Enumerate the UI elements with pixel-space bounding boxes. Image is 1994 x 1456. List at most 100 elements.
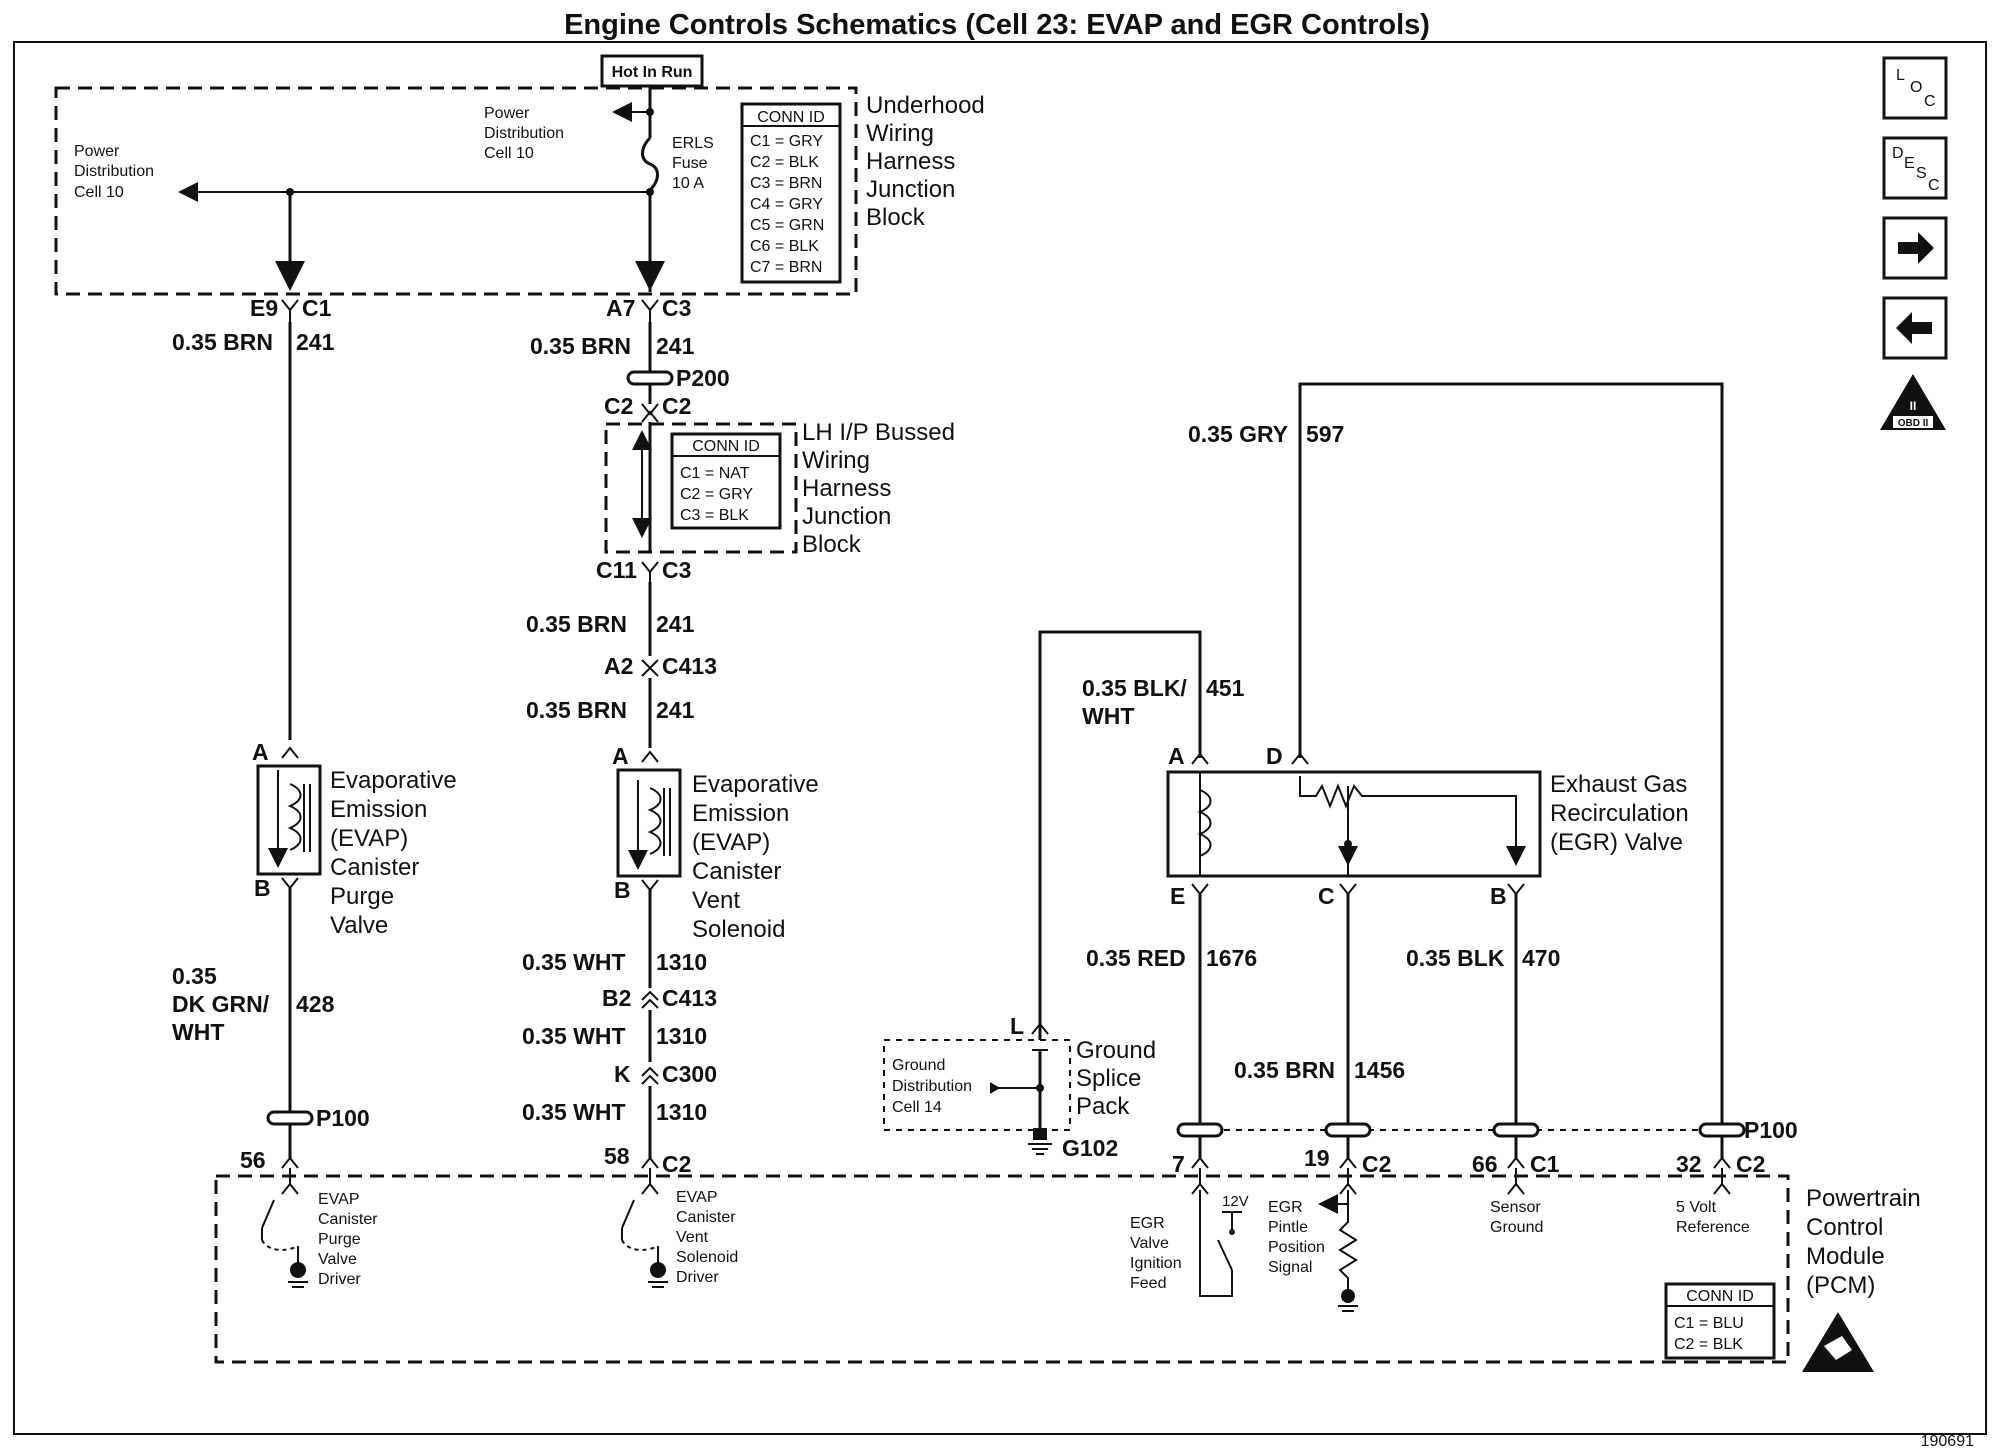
svg-text:C: C: [1928, 177, 1940, 194]
svg-text:CONN ID: CONN ID: [757, 109, 825, 126]
arrow-right-icon[interactable]: [1882, 216, 1948, 280]
vent-c2-left: C2: [604, 393, 633, 419]
svg-text:Driver: Driver: [318, 1271, 361, 1288]
purge-wire2-label: 0.35 DK GRN/ WHT: [172, 963, 270, 1045]
purge-c1-label: C1: [302, 295, 332, 321]
purge-pin-a: A: [252, 739, 269, 765]
svg-text:Ground: Ground: [1076, 1037, 1156, 1064]
outer-frame: [13, 41, 1987, 1435]
vent-wire6-label: 0.35 WHT: [522, 1099, 626, 1125]
svg-text:C1 = BLU: C1 = BLU: [1674, 1315, 1744, 1332]
vent-pcm-pin: 58: [604, 1143, 630, 1169]
purge-driver-switch-icon: [261, 1168, 308, 1288]
egr-valve-label: Exhaust Gas Recirculation (EGR) Valve: [1550, 771, 1689, 856]
svg-text:Sensor: Sensor: [1490, 1199, 1541, 1216]
vent-c3b-label: C3: [662, 557, 691, 583]
svg-text:Ignition: Ignition: [1130, 1255, 1182, 1272]
svg-text:Pack: Pack: [1076, 1093, 1130, 1120]
svg-text:Position: Position: [1268, 1239, 1325, 1256]
svg-text:ERLS: ERLS: [672, 135, 714, 152]
vent-solenoid-icon: [616, 768, 682, 878]
svg-text:Vent: Vent: [676, 1229, 709, 1246]
svg-text:CONN ID: CONN ID: [692, 438, 760, 455]
pcm-pin-7: 7: [1172, 1151, 1185, 1177]
purge-valve-label: Evaporative Emission (EVAP) Canister Pur…: [330, 767, 457, 939]
page-title: Engine Controls Schematics (Cell 23: EVA…: [564, 9, 1430, 41]
egr-p100-label: P100: [1744, 1117, 1798, 1143]
vent-wire3-num: 241: [656, 697, 695, 723]
svg-text:Harness: Harness: [866, 148, 955, 175]
svg-text:LH I/P Bussed: LH I/P Bussed: [802, 419, 955, 446]
vent-solenoid-label: Evaporative Emission (EVAP) Canister Ven…: [692, 771, 819, 943]
svg-text:Junction: Junction: [802, 503, 891, 530]
egr-p100-splice-icon: [1176, 1122, 1224, 1138]
svg-text:Cell 14: Cell 14: [892, 1099, 942, 1116]
svg-text:OBD II: OBD II: [1898, 418, 1929, 429]
egr-wire-blk-num: 470: [1522, 945, 1560, 971]
vent-wire4-label: 0.35 WHT: [522, 949, 626, 975]
pcm-name-label: Powertrain Control Module (PCM): [1806, 1185, 1921, 1299]
purge-connector-symbol: [281, 299, 299, 322]
five-volt-reference-label: 5 Volt Reference: [1676, 1199, 1750, 1236]
svg-text:C1 = NAT: C1 = NAT: [680, 465, 750, 482]
svg-text:Cell 10: Cell 10: [74, 184, 124, 201]
vent-wire3-label: 0.35 BRN: [526, 697, 627, 723]
vent-c413a-label: C413: [662, 653, 717, 679]
svg-text:DK GRN/: DK GRN/: [172, 991, 270, 1017]
svg-text:C: C: [1924, 93, 1936, 110]
arrow-left-icon[interactable]: [1882, 296, 1948, 360]
svg-text:0.35: 0.35: [172, 963, 217, 989]
svg-text:Cell 10: Cell 10: [484, 145, 534, 162]
vent-a2-label: A2: [604, 653, 633, 679]
svg-text:Vent: Vent: [692, 887, 740, 914]
pcm-box: [214, 1174, 1790, 1364]
svg-text:EGR: EGR: [1268, 1199, 1303, 1216]
erls-fuse-label: ERLS Fuse 10 A: [672, 135, 714, 192]
svg-text:C1 = GRY: C1 = GRY: [750, 133, 823, 150]
egr-pin-d: D: [1266, 743, 1283, 769]
svg-text:C2 = BLK: C2 = BLK: [750, 154, 819, 171]
egr-ignition-feed-switch-icon: [1191, 1168, 1242, 1297]
svg-text:Evaporative: Evaporative: [330, 767, 457, 794]
svg-text:Fuse: Fuse: [672, 155, 708, 172]
egr-wire-gry-num: 597: [1306, 421, 1344, 447]
loc-icon[interactable]: L O C: [1882, 56, 1948, 120]
egr-ignition-feed-label: EGR Valve Ignition Feed: [1130, 1215, 1182, 1292]
svg-text:EVAP: EVAP: [318, 1191, 360, 1208]
vent-b2-label: B2: [602, 985, 631, 1011]
svg-text:C7 = BRN: C7 = BRN: [750, 259, 822, 276]
svg-text:Recirculation: Recirculation: [1550, 800, 1689, 827]
svg-text:WHT: WHT: [1082, 703, 1134, 729]
ground-splice-pack-box: [883, 1039, 1071, 1131]
svg-text:II: II: [1910, 399, 1917, 413]
pcm-c2a: C2: [1362, 1151, 1391, 1177]
svg-text:C4 = GRY: C4 = GRY: [750, 196, 823, 213]
egr-wire-blkwht-label: 0.35 BLK/ WHT: [1082, 675, 1187, 729]
figure-number: 190691: [1921, 1433, 1974, 1450]
svg-text:0.35 BLK/: 0.35 BLK/: [1082, 675, 1187, 701]
vent-pin-a: A: [612, 743, 629, 769]
purge-e9-label: E9: [250, 295, 278, 321]
pcm-pin-19: 19: [1304, 1145, 1330, 1171]
purge-wire2-num: 428: [296, 991, 335, 1017]
svg-text:Solenoid: Solenoid: [692, 916, 785, 943]
svg-text:C3 = BLK: C3 = BLK: [680, 507, 749, 524]
svg-text:C6 = BLK: C6 = BLK: [750, 238, 819, 255]
vent-pcm-conn: C2: [662, 1151, 691, 1177]
egr-valve-box: [1166, 770, 1542, 878]
purge-driver-label: EVAP Canister Purge Valve Driver: [318, 1191, 378, 1288]
egr-wire-red-label: 0.35 RED: [1086, 945, 1186, 971]
desc-icon[interactable]: D E S C: [1882, 136, 1948, 200]
egr-pintle-signal-label: EGR Pintle Position Signal: [1268, 1199, 1325, 1276]
purge-pin-b: B: [254, 875, 271, 901]
svg-text:Block: Block: [866, 204, 926, 231]
vent-wire5-label: 0.35 WHT: [522, 1023, 626, 1049]
vent-c300-label: C300: [662, 1061, 717, 1087]
egr-wire-brn-label: 0.35 BRN: [1234, 1057, 1335, 1083]
vent-pin-b: B: [614, 877, 631, 903]
svg-text:Exhaust Gas: Exhaust Gas: [1550, 771, 1687, 798]
underhood-block-name: Underhood Wiring Harness Junction Block: [866, 92, 985, 231]
vent-wire2-num: 241: [656, 611, 695, 637]
svg-text:Wiring: Wiring: [802, 447, 870, 474]
